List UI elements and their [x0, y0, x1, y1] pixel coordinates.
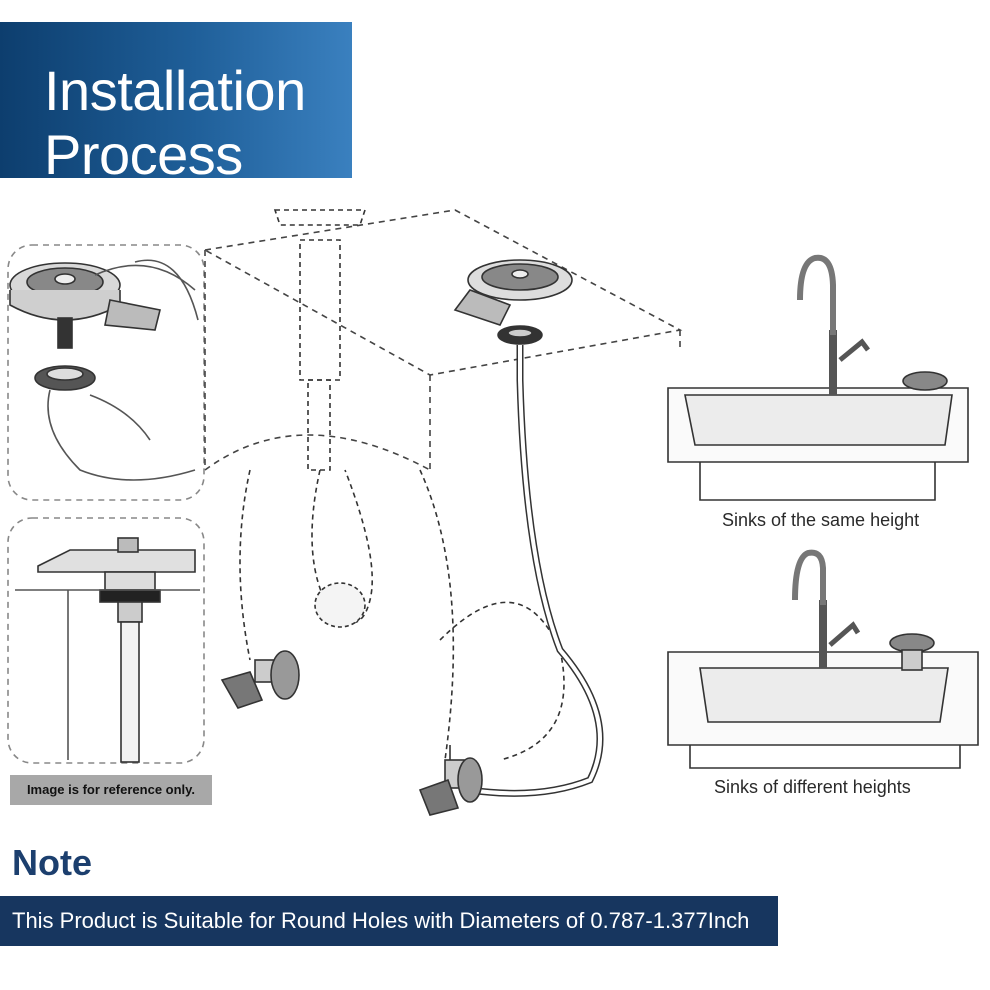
rinser-detail-icon [9, 259, 199, 481]
detail-panel-top [7, 244, 205, 501]
supply-line-loop [439, 601, 565, 761]
caption-same-height: Sinks of the same height [722, 510, 920, 530]
supply-hose [469, 345, 604, 797]
supply-line-left [239, 469, 251, 661]
sink-same-height-icon [667, 254, 969, 501]
title-line-2: Process [44, 123, 243, 186]
mount-detail-icon [15, 537, 200, 763]
pipe-elbow-icon [314, 582, 366, 628]
note-title: Note [12, 842, 92, 883]
title-banner: Installation Process [0, 22, 352, 186]
note-banner: This Product is Suitable for Round Holes… [0, 896, 778, 946]
title-line-1: Installation [44, 59, 306, 122]
reference-label: Image is for reference only. [10, 775, 212, 805]
note-text: This Product is Suitable for Round Holes… [12, 908, 750, 933]
sink-different-height-icon [667, 549, 979, 769]
valve-left-icon [220, 650, 300, 709]
rinser-unit-icon [453, 259, 573, 345]
installation-diagram [7, 209, 979, 816]
caption-different-heights: Sinks of different heights [714, 777, 911, 797]
supply-line-right [419, 469, 455, 761]
countertop-outline [202, 209, 683, 471]
faucet-shank-icon [273, 209, 373, 624]
valve-right-icon [418, 745, 483, 816]
